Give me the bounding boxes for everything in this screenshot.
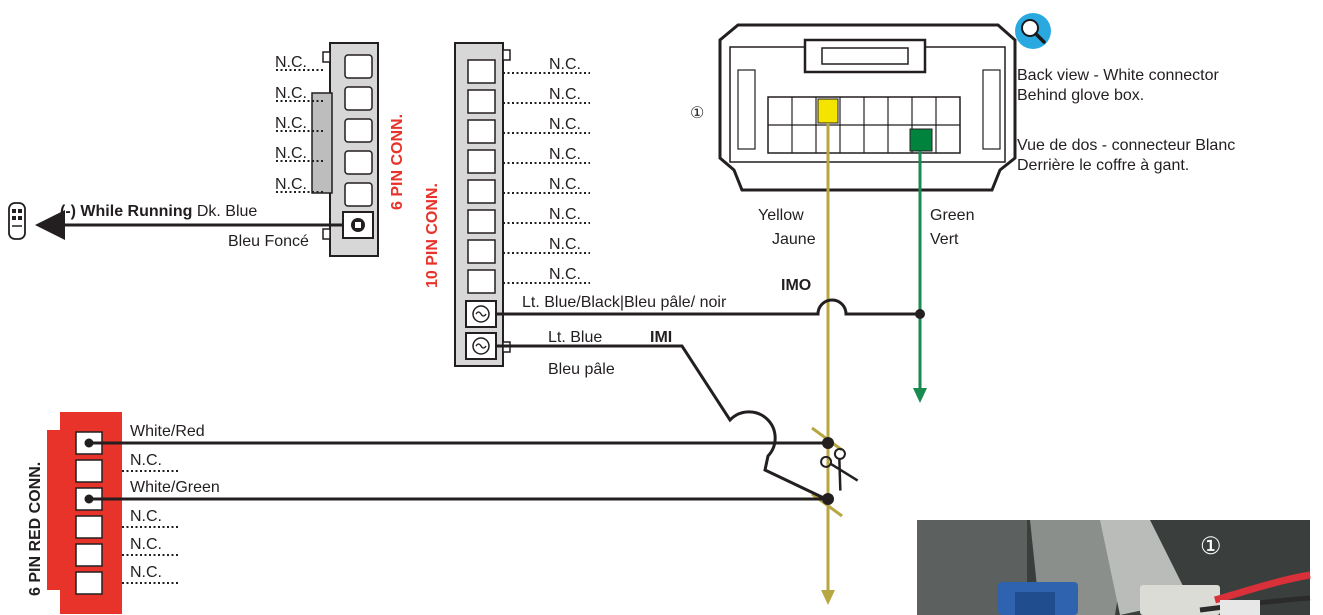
note-fr-2: Derrière le coffre à gant.	[1017, 157, 1189, 174]
red-wire-3: White/Green	[130, 479, 220, 496]
red-wire-5: N.C.	[130, 536, 162, 553]
imo-wire	[496, 298, 920, 316]
six-pin-nc-1: N.C.	[275, 54, 307, 71]
six-pin-nc-3: N.C.	[275, 115, 307, 132]
installation-photo: ①	[917, 520, 1311, 615]
ten-pin-nc-5: N.C.	[549, 176, 581, 193]
green-label: Green	[930, 207, 974, 224]
six-pin-nc-4: N.C.	[275, 145, 307, 162]
scissors-icon	[820, 447, 859, 491]
imi-wire	[496, 344, 829, 502]
ten-pin-nc-4: N.C.	[549, 146, 581, 163]
red-wire-6: N.C.	[130, 564, 162, 581]
vehicle-connector-marker: ①	[690, 105, 704, 122]
imi-label: IMI	[650, 329, 672, 346]
six-pin-nc-5: N.C.	[275, 176, 307, 193]
ten-pin-nc-8: N.C.	[549, 266, 581, 283]
note-en-1: Back view - White connector	[1017, 67, 1220, 84]
photo-marker: ①	[1200, 533, 1222, 560]
ten-pin-nc-2: N.C.	[549, 86, 581, 103]
six-pin-connector: N.C. N.C. N.C. N.C. N.C. 6 PIN CONN.	[275, 42, 406, 257]
while-running-label: (-) While Running	[60, 203, 192, 220]
ten-pin-nc-1: N.C.	[549, 56, 581, 73]
imi-wire-en: Lt. Blue	[548, 329, 602, 346]
red-wire-4: N.C.	[130, 508, 162, 525]
ten-pin-connector: N.C. N.C. N.C. N.C. N.C. N.C. N.C. N.C. …	[424, 42, 590, 367]
six-pin-red-connector: 6 PIN RED CONN.	[27, 412, 122, 614]
ten-pin-nc-3: N.C.	[549, 116, 581, 133]
ten-pin-nc-7: N.C.	[549, 236, 581, 253]
ten-pin-nc-6: N.C.	[549, 206, 581, 223]
note-fr-1: Vue de dos - connecteur Blanc	[1017, 137, 1235, 154]
svg-text:(-) While Running Dk. Blue: (-) While Running Dk. Blue	[60, 203, 257, 220]
dk-blue-label: Dk. Blue	[192, 203, 257, 220]
red-connector-title: 6 PIN RED CONN.	[27, 462, 44, 596]
bleu-fonce-label: Bleu Foncé	[228, 233, 309, 250]
vert-label: Vert	[930, 231, 959, 248]
vehicle-connector	[718, 23, 1017, 192]
red-wire-2: N.C.	[130, 452, 162, 469]
remote-icon	[8, 202, 26, 240]
imi-wire-fr: Bleu pâle	[548, 361, 615, 378]
jaune-label: Jaune	[772, 231, 816, 248]
ten-pin-title: 10 PIN CONN.	[424, 183, 441, 288]
imo-label: IMO	[781, 277, 811, 294]
six-pin-nc-2: N.C.	[275, 85, 307, 102]
magnifier-icon	[1015, 13, 1051, 49]
yellow-label: Yellow	[758, 207, 804, 224]
red-wire-1: White/Red	[130, 423, 205, 440]
imo-wire-label: Lt. Blue/Black|Bleu pâle/ noir	[522, 294, 727, 311]
six-pin-title: 6 PIN CONN.	[389, 114, 406, 210]
note-en-2: Behind glove box.	[1017, 87, 1144, 104]
